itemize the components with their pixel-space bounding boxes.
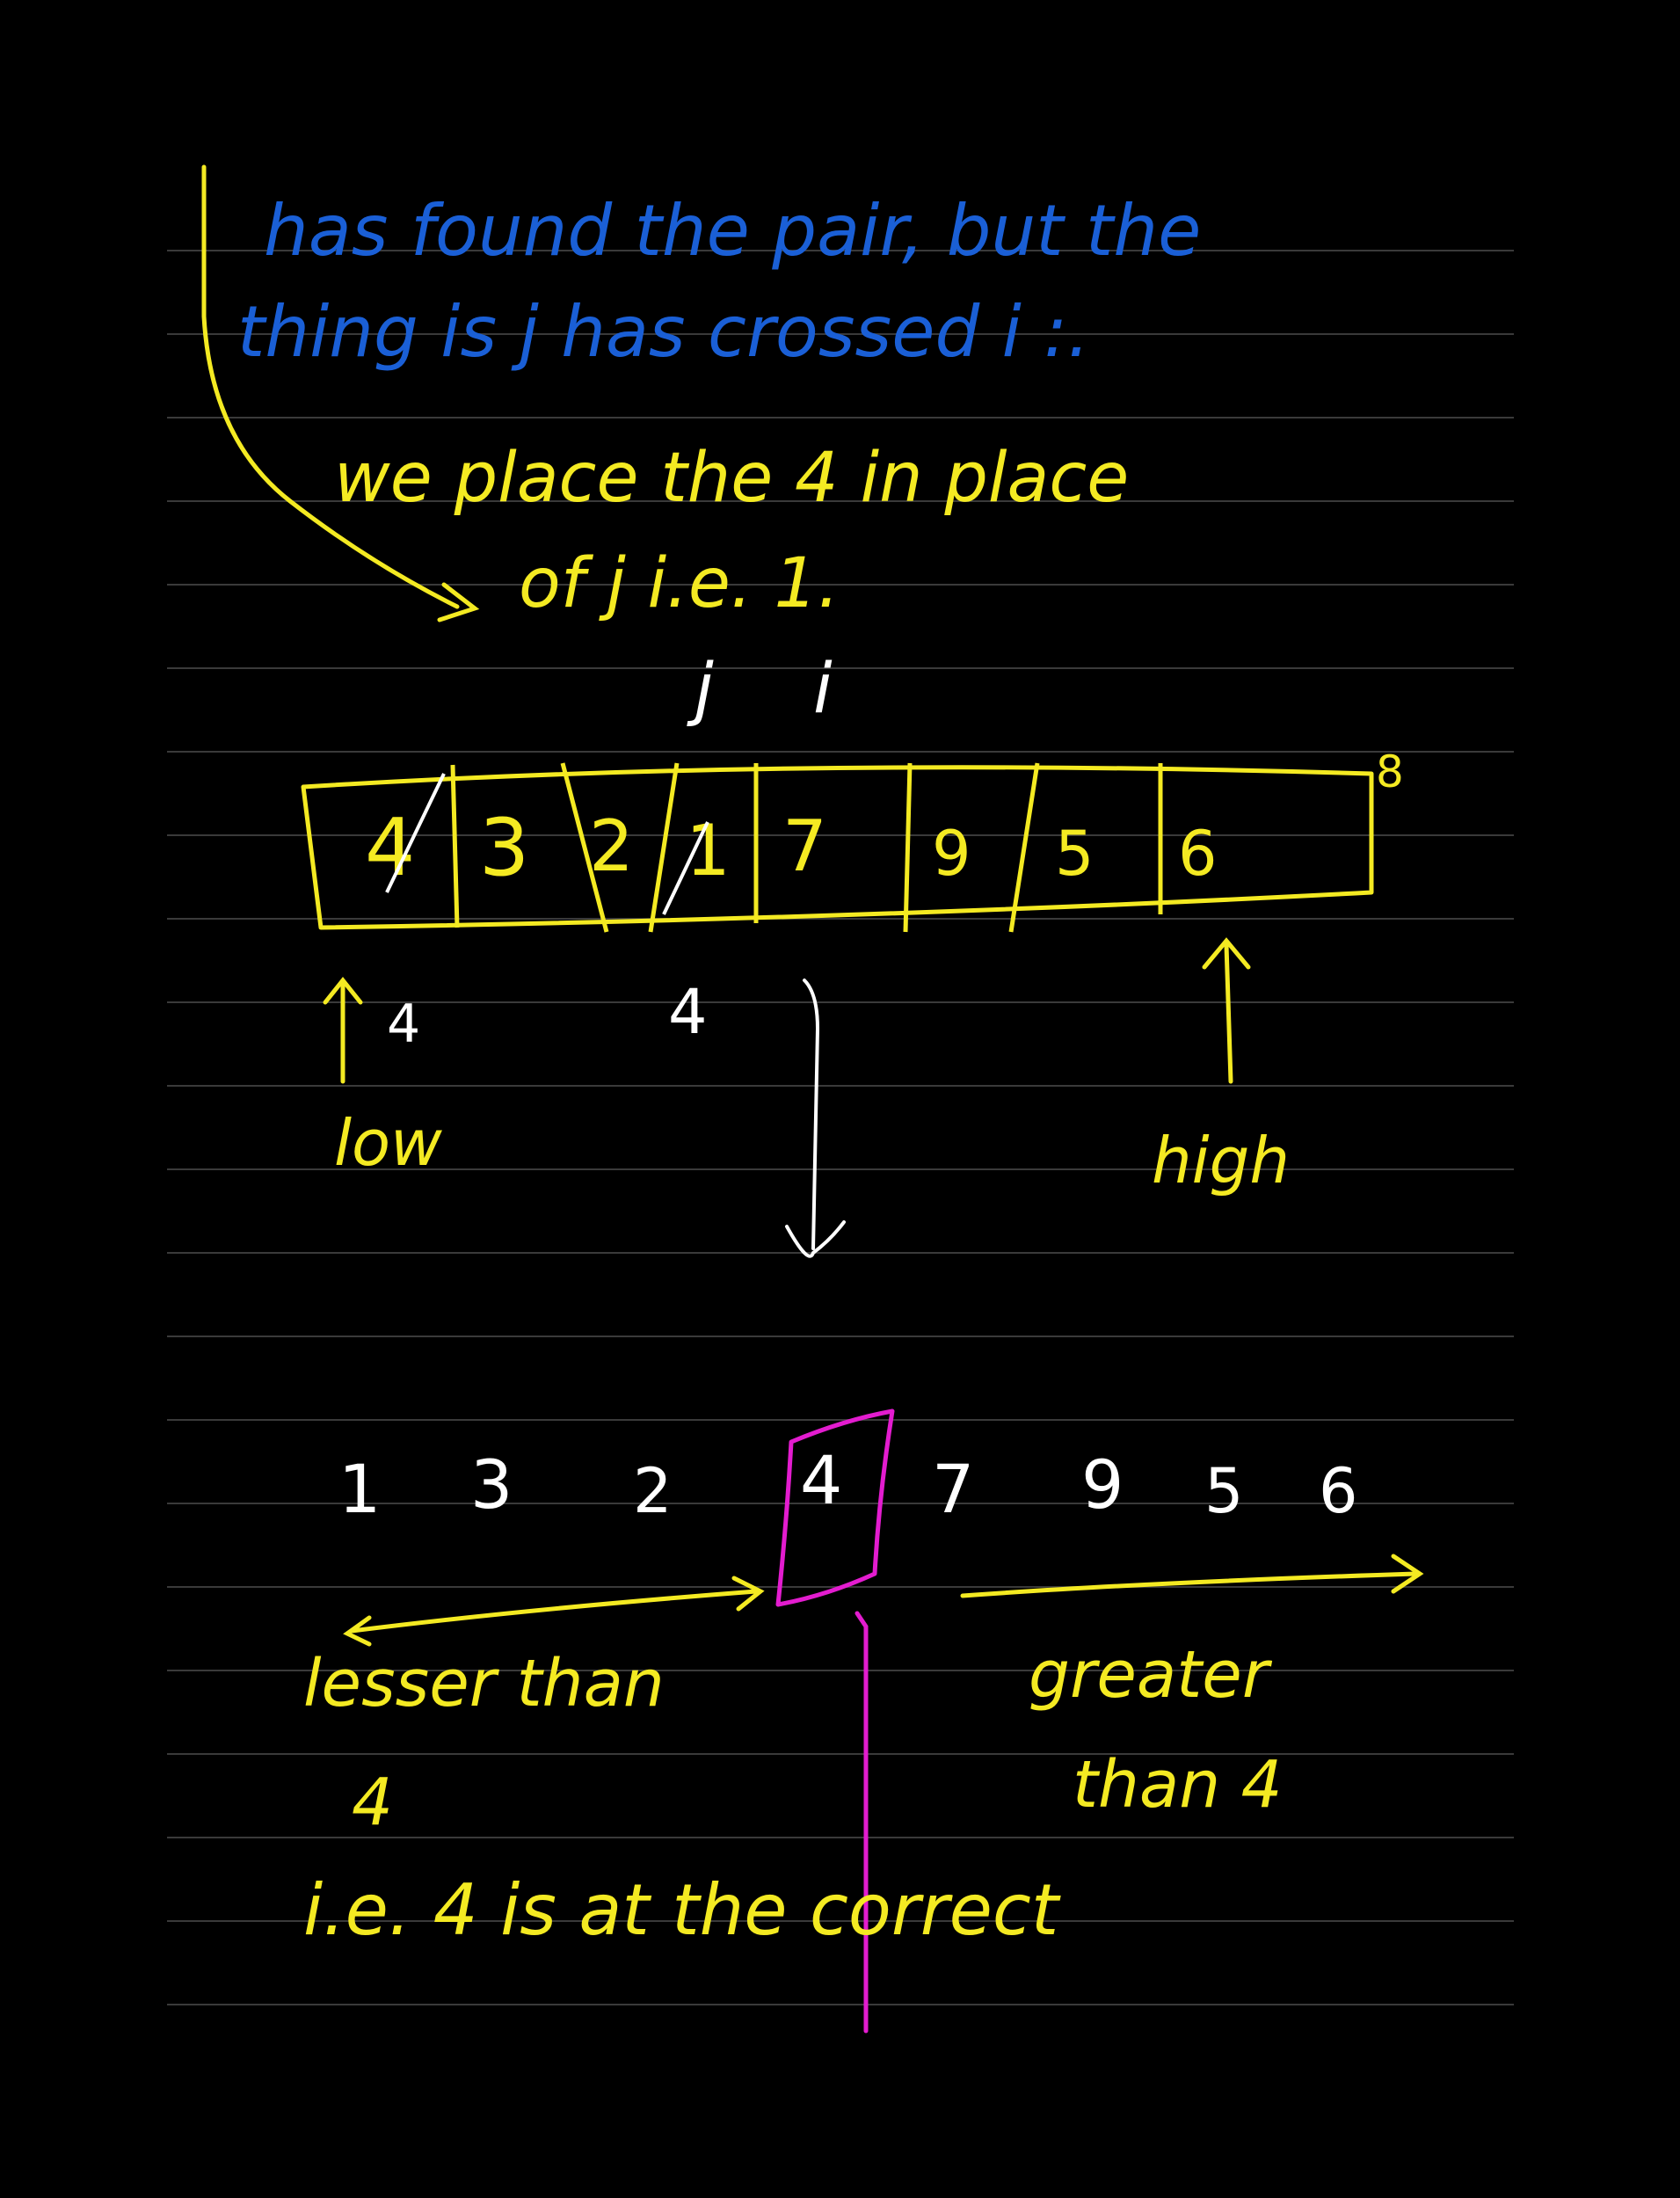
array-cell: 5 [1055,818,1095,890]
ruled-line [167,584,1514,586]
down-arrow [803,979,820,1250]
ruled-line [167,333,1514,335]
array-cell: 9 [932,818,971,890]
array-cell: 6 [1178,818,1218,890]
high-arrow [1202,937,1251,1084]
array-box [301,765,1374,930]
array-cell: 2 [589,805,634,887]
ruled-line [167,1753,1514,1755]
low-label: low [334,1106,442,1180]
right-caption-line-2: than 4 [1073,1747,1283,1823]
right-range-arrow [960,1554,1424,1598]
swap-value-under-fourth: 4 [668,976,708,1048]
result-cell: 1 [338,1450,381,1528]
arrow-head-icon [785,1220,846,1258]
yellow-note-line-2: of j i.e. 1. [519,544,840,623]
low-arrow [323,976,363,1084]
yellow-note-line-1: we place the 4 in place [334,439,1129,518]
ruled-line [167,1920,1514,1922]
result-cell: 3 [470,1445,513,1524]
ruled-line [167,1419,1514,1421]
array-divider [903,762,913,933]
strike-mark [662,821,709,915]
right-caption-line-1: greater [1029,1637,1273,1713]
result-cell: 2 [633,1455,673,1527]
pivot-highlight-box [775,1408,895,1607]
ruled-line [167,1168,1514,1170]
pivot-divider-line [855,1611,869,2034]
left-bracket-line [201,164,460,609]
blue-note-line-2: thing is j has crossed i :. [237,291,1090,373]
array-divider [560,762,609,933]
array-divider [450,764,460,928]
high-label: high [1152,1124,1290,1197]
arrow-head-icon [437,582,480,622]
ruled-line [167,751,1514,753]
ruled-line [167,250,1514,251]
array-cell: 3 [479,802,529,894]
ruled-line [167,2004,1514,2005]
result-cell: 4 [800,1441,842,1519]
ruled-line [167,417,1514,418]
ruled-line [167,1252,1514,1254]
result-cell: 7 [932,1450,974,1528]
swap-value-under-first: 4 [387,993,420,1055]
strike-mark [385,773,446,893]
ruled-line [167,1670,1514,1671]
left-caption-line-2: 4 [352,1765,393,1840]
ruled-line [167,500,1514,502]
ruled-line [167,1503,1514,1504]
result-cell: 5 [1204,1455,1244,1527]
array-cell: 7 [782,805,827,887]
result-cell: 6 [1319,1455,1358,1527]
ruled-line [167,1336,1514,1337]
j-pointer-label: j [687,650,714,729]
ruled-line [167,667,1514,669]
ruled-line [167,1001,1514,1003]
ruled-line [167,834,1514,836]
array-divider [648,762,680,933]
left-range-arrow [343,1576,765,1647]
array-end-index: 8 [1376,746,1404,797]
array-divider [1008,762,1040,933]
ruled-line [167,1085,1514,1087]
i-pointer-label: i [813,650,833,729]
blue-note-line-1: has found the pair, but the [264,190,1201,272]
left-caption-line-1: lesser than [303,1646,665,1721]
ruled-line [167,918,1514,920]
ruled-line [167,1837,1514,1838]
bottom-note-line: i.e. 4 is at the correct [303,1869,1061,1951]
result-cell: 9 [1081,1445,1124,1524]
